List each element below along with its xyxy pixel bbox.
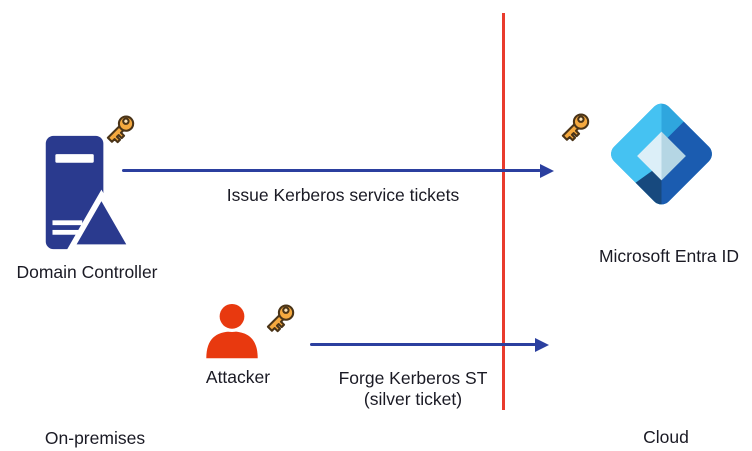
key-icon [557,107,595,145]
issue-tickets-arrowhead [540,164,554,178]
forge-st-label: Forge Kerberos ST (silver ticket) [293,368,533,410]
on-premises-zone-label: On-premises [44,428,146,448]
entra-id-logo [599,93,724,215]
boundary-line [502,13,505,410]
attacker-person-icon [202,303,262,362]
key-icon [262,298,300,336]
forge-st-arrow [310,343,536,347]
entra-id-label: Microsoft Entra ID [598,246,740,266]
key-icon [102,109,140,147]
domain-controller-label: Domain Controller [16,262,158,282]
forge-st-arrowhead [535,338,549,352]
forge-st-label-line2: (silver ticket) [363,389,463,409]
server-icon [40,130,136,255]
cloud-zone-label: Cloud [643,427,689,447]
attacker-label: Attacker [205,367,271,387]
forge-st-label-line1: Forge Kerberos ST [338,368,488,388]
issue-tickets-arrow [122,169,541,173]
issue-tickets-label: Issue Kerberos service tickets [226,185,460,205]
